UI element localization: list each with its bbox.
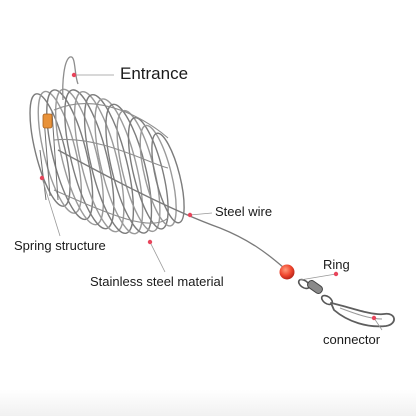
cage-coil	[37, 90, 83, 214]
cage-coil	[64, 89, 115, 230]
barrel-swivel	[297, 278, 334, 306]
connector-leader-line	[373, 317, 383, 331]
label-entrance: Entrance	[120, 64, 189, 83]
cage-coil	[94, 98, 144, 235]
label-stainless-steel-material: Stainless steel material	[90, 274, 224, 289]
entrance-clip	[42, 113, 53, 129]
inner-wire-strands	[39, 111, 59, 201]
label-steel-wire: Steel wire	[215, 204, 273, 219]
ring-leader-line	[299, 273, 337, 281]
stainless-pointer-dot	[147, 239, 153, 245]
snap-connector	[330, 302, 395, 328]
steel-wire-line	[57, 149, 285, 269]
label-connector: connector	[323, 332, 381, 347]
spring-leader-line	[41, 177, 61, 237]
ring-pointer-dot	[333, 271, 339, 277]
red-bead	[279, 264, 295, 280]
cage-rod	[53, 189, 169, 224]
floor-shadow	[0, 390, 416, 416]
cage-coil	[151, 132, 185, 224]
cage-coil	[73, 91, 125, 233]
cage-coil	[139, 124, 177, 227]
label-spring-structure: Spring structure	[14, 238, 106, 253]
connector-pointer-dot	[371, 315, 377, 321]
cage-rod	[53, 138, 169, 169]
steel-wire-leader-line	[189, 212, 213, 216]
stainless-leader-line	[149, 241, 166, 273]
cage-coil	[105, 103, 153, 234]
cage-coil	[46, 89, 94, 221]
steel-wire-pointer-dot	[187, 212, 193, 218]
spring-pointer-dot	[39, 175, 45, 181]
snap-connector-inner	[339, 307, 383, 320]
entrance-pointer-dot	[71, 72, 77, 78]
cage-coil	[127, 116, 169, 230]
label-ring: Ring	[323, 257, 350, 272]
cage-rod	[53, 103, 169, 139]
